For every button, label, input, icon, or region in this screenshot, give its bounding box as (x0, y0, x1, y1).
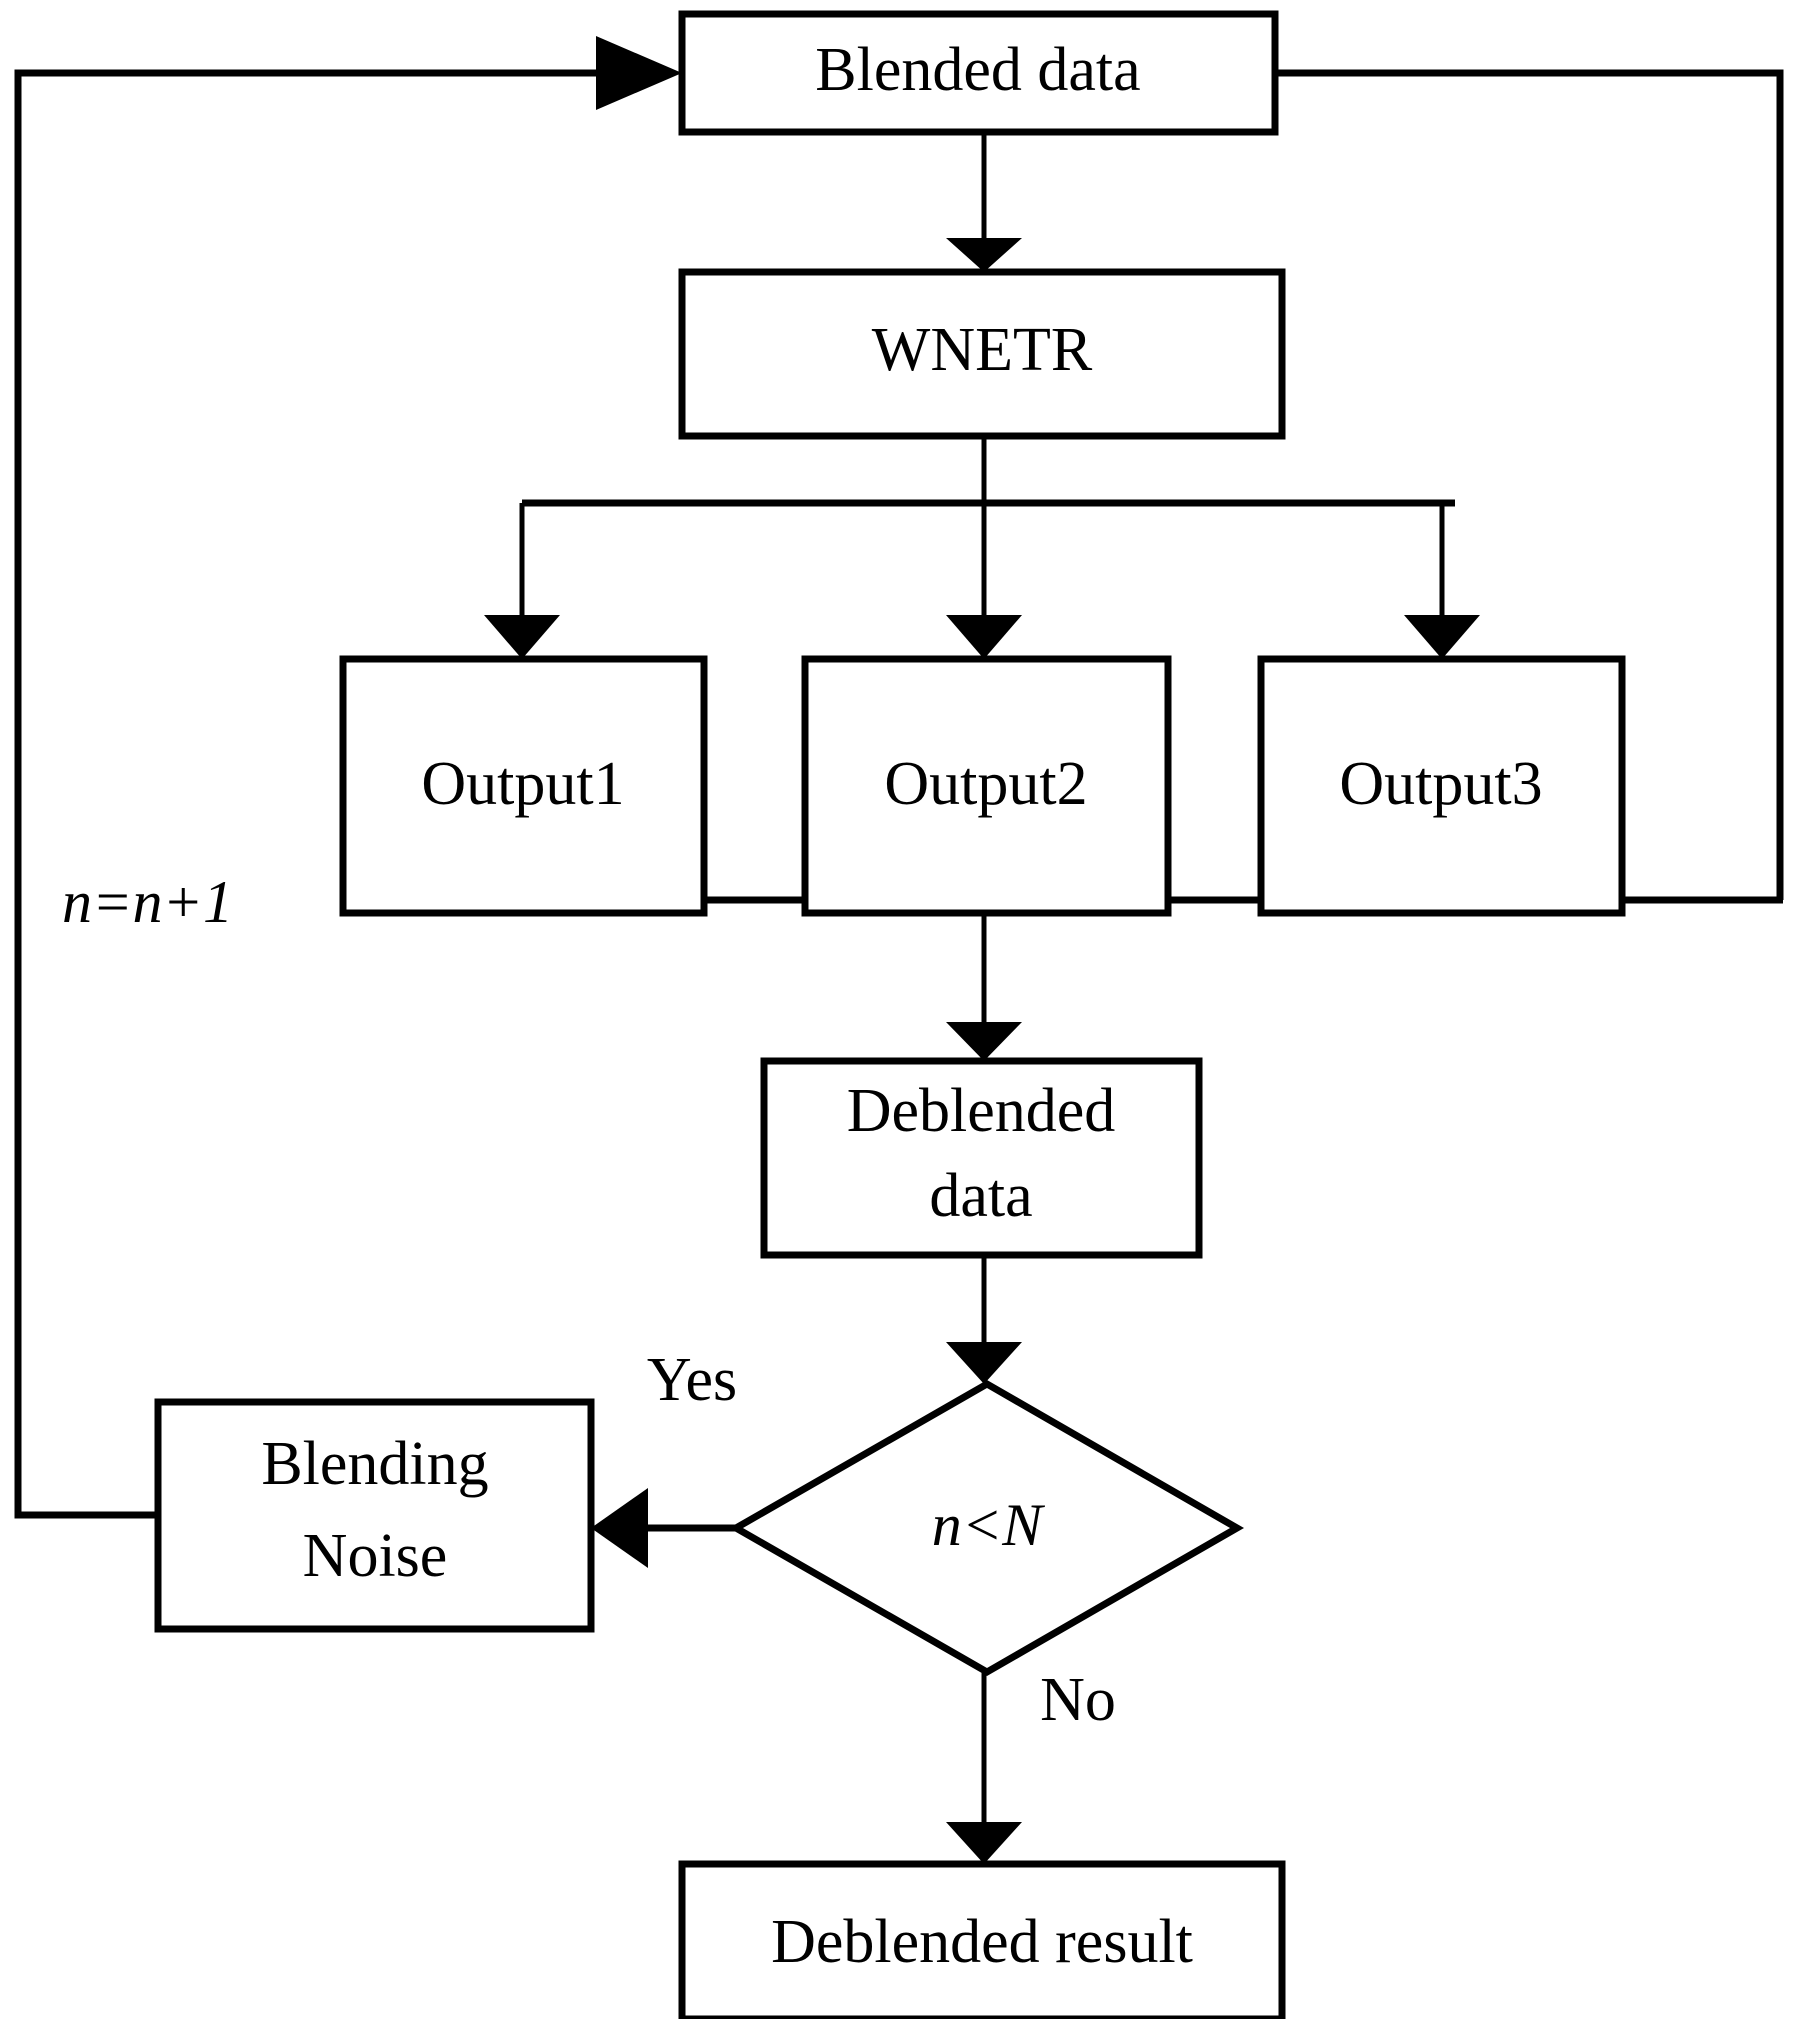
node-blended-data[interactable]: Blended data (678, 10, 1279, 136)
edge-output2-to-deblended-data (946, 913, 1022, 1061)
edge-blended-data-right-rail (1275, 69, 1784, 900)
node-output2[interactable]: Output2 (801, 655, 1172, 917)
output2-box[interactable] (801, 655, 1172, 917)
edge-label-yes: Yes (647, 1346, 737, 1414)
arrowhead-into-blended-data (596, 36, 682, 110)
arrowhead-into-output1 (484, 615, 560, 659)
edge-decision-to-blending-noise (591, 1488, 736, 1568)
arrowhead-into-wnetr (946, 238, 1022, 272)
arrowhead-into-decision (946, 1342, 1022, 1384)
wnetr-label: WNETR (872, 316, 1093, 384)
blended-data-label: Blended data (815, 36, 1140, 104)
output2-label: Output2 (884, 750, 1087, 818)
arrowhead-into-deblended-result (946, 1822, 1022, 1864)
deblended-result-label: Deblended result (771, 1908, 1193, 1976)
edge-deblended-data-to-decision (946, 1255, 1022, 1384)
output3-box[interactable] (1257, 655, 1626, 917)
blended-data-box[interactable] (678, 10, 1279, 136)
edge-wnetr-branch-bus (522, 436, 1455, 507)
output1-label: Output1 (421, 750, 624, 818)
arrowhead-into-blending-noise (591, 1488, 648, 1568)
deblended-data-box[interactable] (760, 1057, 1203, 1259)
output1-box[interactable] (339, 655, 708, 917)
edge-blending-noise-to-blended-data (14, 36, 682, 1519)
arrowhead-into-output3 (1404, 615, 1480, 659)
decision-label: n<N (932, 1492, 1045, 1558)
output3-label: Output3 (1339, 750, 1542, 818)
node-deblended-result[interactable]: Deblended result (678, 1860, 1286, 2019)
node-deblended-data[interactable]: Deblended data (760, 1057, 1203, 1259)
edge-decision-to-deblended-result (946, 1672, 1022, 1864)
edge-branch-to-output3 (1404, 503, 1480, 659)
deblended-data-label-line1: Deblended (847, 1077, 1116, 1145)
node-wnetr[interactable]: WNETR (678, 268, 1286, 440)
node-decision[interactable]: n<N (728, 1379, 1245, 1677)
edge-label-no: No (1040, 1666, 1116, 1734)
wnetr-box[interactable] (678, 268, 1286, 440)
node-output3[interactable]: Output3 (1257, 655, 1626, 917)
blending-noise-label-line2: Noise (303, 1522, 448, 1590)
edge-label-counter-increment: n=n+1 (62, 869, 233, 935)
deblended-data-label-line2: data (929, 1162, 1032, 1230)
edge-branch-to-output1 (484, 503, 560, 659)
node-output1[interactable]: Output1 (339, 655, 708, 917)
deblended-result-box[interactable] (678, 1860, 1286, 2019)
blending-noise-label-line1: Blending (261, 1430, 488, 1498)
node-blending-noise[interactable]: Blending Noise (154, 1398, 595, 1633)
blending-noise-box[interactable] (154, 1398, 595, 1633)
arrowhead-into-output2 (946, 615, 1022, 659)
edge-blended-data-to-wnetr (946, 132, 1022, 272)
edge-branch-to-output2 (946, 503, 1022, 659)
decision-diamond[interactable] (728, 1379, 1245, 1677)
arrowhead-into-deblended-data (946, 1022, 1022, 1061)
